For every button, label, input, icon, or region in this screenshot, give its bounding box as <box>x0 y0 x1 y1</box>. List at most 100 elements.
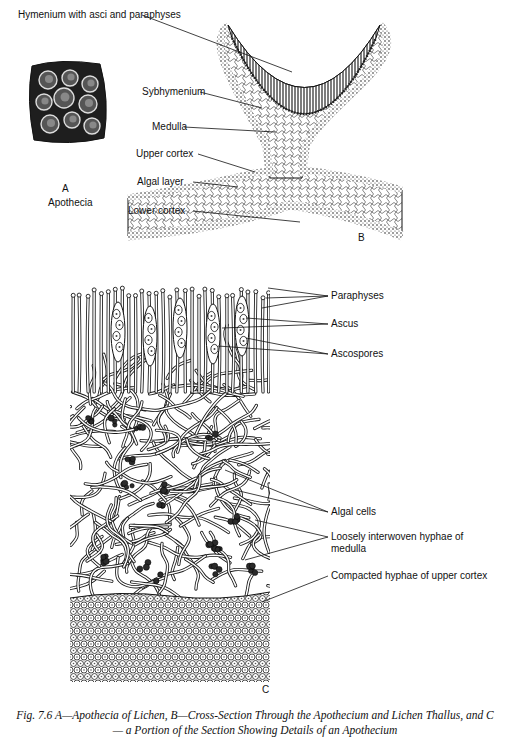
cortex-cell-lumen <box>209 669 211 671</box>
cortex-cell-lumen <box>122 611 124 613</box>
hypha <box>159 543 167 592</box>
cortex-cell-lumen <box>139 669 141 671</box>
cortex-cell-lumen <box>160 656 162 658</box>
cortex-cell <box>249 628 255 634</box>
cortex-cell-lumen <box>83 591 85 593</box>
cortex-cell <box>92 635 98 641</box>
cortex-cell-lumen <box>251 682 253 684</box>
cortex-cell <box>130 628 136 634</box>
hypha <box>264 507 270 553</box>
cortex-cell-lumen <box>90 591 92 593</box>
cortex-cell <box>235 680 241 686</box>
cortex-cell-lumen <box>111 630 113 632</box>
paraphysis-tip <box>99 292 103 296</box>
spore-nucleus <box>151 328 153 330</box>
spore-nucleus <box>214 348 216 350</box>
cortex-cell-lumen <box>237 630 239 632</box>
hypha <box>92 487 141 500</box>
cortex-cell-lumen <box>262 624 264 626</box>
ascospore <box>240 314 247 323</box>
cortex-cell <box>67 667 73 673</box>
cortex-cell-lumen <box>118 669 120 671</box>
cortex-cell-lumen <box>153 617 155 619</box>
cortex-cell <box>190 635 196 641</box>
cortex-cell <box>74 680 80 686</box>
cortex-cell <box>92 661 98 667</box>
disc-center <box>69 115 76 122</box>
cortex-cell-lumen <box>97 669 99 671</box>
paraphysis <box>191 289 193 392</box>
cortex-cell-lumen <box>125 604 127 606</box>
cortex-cell <box>74 589 80 595</box>
panel-letter: A <box>62 183 69 195</box>
cortex-cell-lumen <box>199 611 201 613</box>
apothecia-discs <box>36 70 100 134</box>
cortex-cell-lumen <box>132 682 134 684</box>
cortex-cell <box>193 602 199 608</box>
cortex-cell-lumen <box>244 669 246 671</box>
cortex-cell-lumen <box>108 611 110 613</box>
cortex-cell <box>176 661 182 667</box>
hypha <box>90 563 128 596</box>
cortex-cell-lumen <box>150 637 152 639</box>
cortex-cell <box>200 615 206 621</box>
cortex-cell-lumen <box>230 604 232 606</box>
cortex-cell-lumen <box>258 682 260 684</box>
spore-nucleus <box>178 309 180 311</box>
cortex-cell-lumen <box>188 604 190 606</box>
cortex-cell-lumen <box>108 637 110 639</box>
cortex-cell <box>235 628 241 634</box>
cortex-cell <box>193 667 199 673</box>
hypha <box>85 464 147 484</box>
paraphysis-tip <box>147 291 151 295</box>
cortex-cell-lumen <box>227 611 229 613</box>
cortex-cell <box>197 609 203 615</box>
cortex-cell-lumen <box>83 617 85 619</box>
cortex-cell <box>246 622 252 628</box>
cortex-cell <box>235 641 241 647</box>
cortex-cell-lumen <box>153 682 155 684</box>
cortex-cell-lumen <box>90 630 92 632</box>
cortex-cell-lumen <box>167 669 169 671</box>
cortex-cell <box>207 602 213 608</box>
cortex-cell <box>249 615 255 621</box>
part-label: Apothecia <box>48 197 92 209</box>
cortex-cell-lumen <box>129 676 131 678</box>
cortex-cell <box>242 589 248 595</box>
cortex-cell <box>137 615 143 621</box>
paraphysis-tip <box>231 293 235 297</box>
cortex-cell-lumen <box>139 682 141 684</box>
paraphysis-tip <box>246 290 250 294</box>
cortex-cell <box>225 596 231 602</box>
cortex-cell <box>186 628 192 634</box>
cortex-cell-lumen <box>258 591 260 593</box>
cortex-cell <box>176 674 182 680</box>
cortex-cell-lumen <box>125 630 127 632</box>
cortex-cell <box>256 680 262 686</box>
cortex-cell <box>218 674 224 680</box>
cortex-cell <box>221 641 227 647</box>
cortex-cell-lumen <box>248 611 250 613</box>
cortex-cell <box>260 674 266 680</box>
hypha <box>255 406 270 429</box>
cortex-cell-lumen <box>181 630 183 632</box>
cortex-edge <box>70 592 270 598</box>
cortex-cell <box>99 635 105 641</box>
hypha <box>130 525 167 532</box>
cortex-cell-lumen <box>83 630 85 632</box>
cortex-cell-lumen <box>143 598 145 600</box>
hypha <box>215 407 236 445</box>
cortex-cell-lumen <box>87 611 89 613</box>
spore-nucleus <box>243 340 245 342</box>
algal-cell <box>153 578 158 583</box>
cortex-cell-lumen <box>174 591 176 593</box>
cortex-cell-lumen <box>234 637 236 639</box>
cortex-cell <box>204 661 210 667</box>
cortex-cell-lumen <box>262 650 264 652</box>
cortex-cell-lumen <box>202 682 204 684</box>
hypha <box>164 534 184 548</box>
cortex-cell <box>134 635 140 641</box>
cortex-cell <box>186 602 192 608</box>
paraphysis <box>233 295 234 392</box>
